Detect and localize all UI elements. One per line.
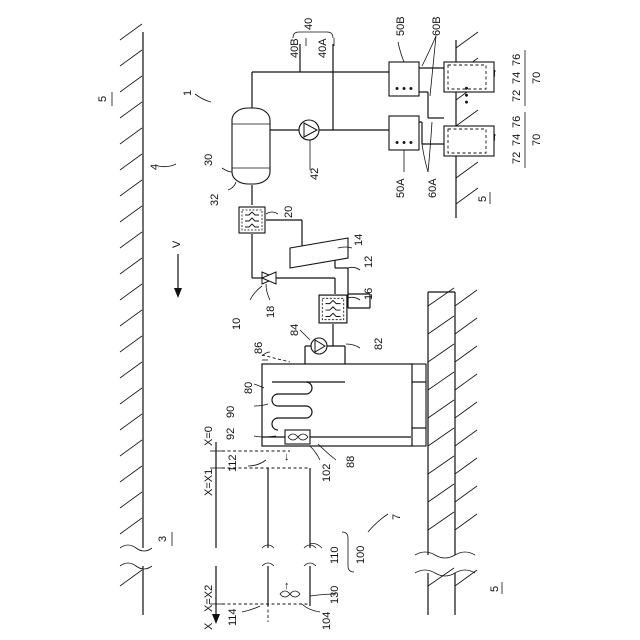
label-86: 86 [253, 342, 265, 354]
svg-text:76: 76 [511, 116, 523, 128]
floor-structure [415, 288, 477, 615]
label-114: 114 [227, 608, 239, 626]
ground-wall-left [120, 24, 152, 615]
label-7: 7 [391, 514, 403, 520]
label-4: 4 [149, 164, 161, 170]
svg-text:↓: ↓ [284, 451, 290, 463]
svg-text:74: 74 [511, 72, 523, 84]
label-10: 10 [231, 318, 243, 330]
label-16: 16 [363, 288, 375, 300]
label-42: 42 [309, 168, 321, 180]
load-unit-labels-lower: 72 74 76 70 [511, 112, 543, 168]
heat-exchanger-20 [239, 207, 265, 233]
label-92: 92 [225, 428, 237, 440]
label-100: 100 [355, 546, 367, 564]
load-unit-70-lower: ↑ [444, 126, 498, 156]
support-block [411, 364, 426, 446]
svg-text:76: 76 [511, 54, 523, 66]
load-unit-labels-upper: 72 74 76 70 [511, 50, 543, 106]
label-32: 32 [209, 194, 221, 206]
label-5-top: 5 [97, 96, 109, 102]
fan-92 [285, 430, 310, 444]
label-5-right: 5 [477, 196, 489, 202]
label-50b: 50B [395, 16, 407, 36]
svg-text:74: 74 [511, 134, 523, 146]
label-40b: 40B [289, 38, 301, 58]
label-50a: 50A [395, 178, 407, 198]
svg-text:• • •: • • • [395, 83, 413, 95]
label-110: 110 [329, 546, 341, 564]
svg-text:72: 72 [511, 90, 523, 102]
label-88: 88 [345, 456, 357, 468]
label-40a: 40A [317, 38, 329, 58]
svg-text:• • •: • • • [395, 137, 413, 149]
label-130: 130 [329, 586, 341, 604]
compressor-14 [290, 238, 348, 268]
label-30: 30 [203, 154, 215, 166]
label-x: X [203, 622, 215, 630]
label-60b: 60B [431, 16, 443, 36]
svg-text:↑: ↑ [284, 580, 290, 592]
label-18: 18 [265, 306, 277, 318]
heat-exchanger-16 [319, 295, 347, 323]
label-80: 80 [243, 382, 255, 394]
label-102: 102 [321, 464, 333, 482]
svg-text:70: 70 [531, 134, 543, 146]
pump-84 [311, 338, 327, 354]
label-x1: X=X1 [203, 469, 215, 496]
svg-text:72: 72 [511, 152, 523, 164]
ground-wall-right [456, 32, 478, 218]
label-60a: 60A [427, 178, 439, 198]
label-20: 20 [283, 206, 295, 218]
fan-130 [280, 591, 300, 597]
label-x2: X=X2 [203, 585, 215, 612]
svg-text:↑: ↑ [492, 131, 498, 143]
label-40: 40 [303, 18, 315, 30]
label-84: 84 [289, 324, 301, 336]
header-pipes [252, 44, 390, 205]
svg-text:↑: ↑ [492, 67, 498, 79]
svg-text:70: 70 [531, 72, 543, 84]
label-12: 12 [363, 256, 375, 268]
label-14: 14 [353, 234, 365, 246]
label-1: 1 [182, 90, 194, 96]
label-x0: X=0 [203, 426, 215, 446]
label-82: 82 [373, 338, 385, 350]
svg-text:• • •: • • • [461, 86, 473, 104]
label-90: 90 [225, 406, 237, 418]
label-v: V [171, 240, 183, 248]
label-112: 112 [227, 454, 239, 472]
label-104: 104 [321, 612, 333, 630]
label-5-bottom: 5 [489, 586, 501, 592]
velocity-arrow [174, 254, 182, 298]
expansion-valve-18 [262, 272, 276, 284]
label-3: 3 [157, 536, 169, 542]
pump-42 [299, 120, 319, 140]
tank-30 [232, 108, 270, 184]
